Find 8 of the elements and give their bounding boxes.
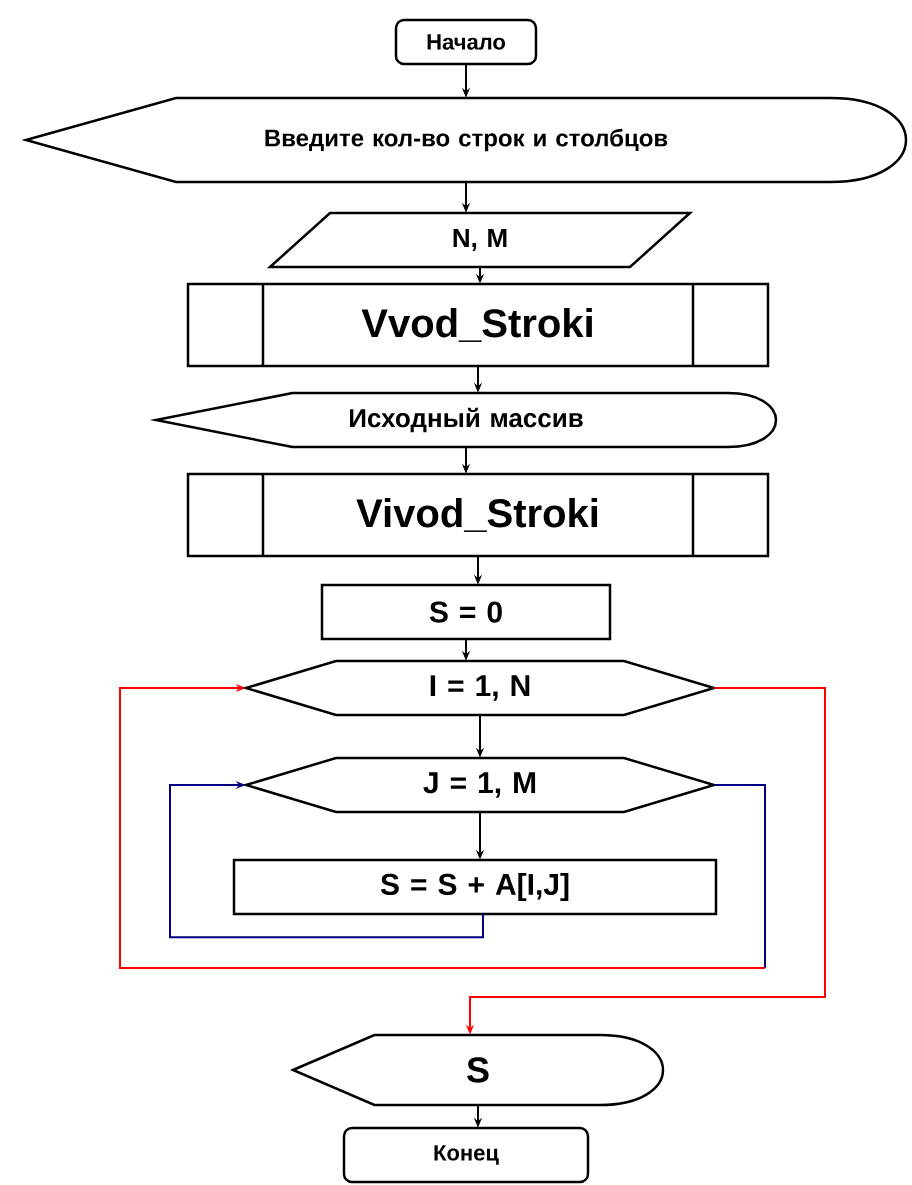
terminal-box: Конец bbox=[342, 1126, 590, 1184]
process-box: S = 0 bbox=[320, 583, 612, 641]
subroutine-box: Vivod_Stroki bbox=[186, 472, 770, 558]
arrow bbox=[119, 683, 766, 969]
terminal-box: Начало bbox=[394, 18, 538, 66]
arrow bbox=[169, 780, 484, 939]
subroutine-box: Vvod_Stroki bbox=[186, 282, 770, 368]
process-box: S = S + A[I,J] bbox=[232, 858, 718, 916]
